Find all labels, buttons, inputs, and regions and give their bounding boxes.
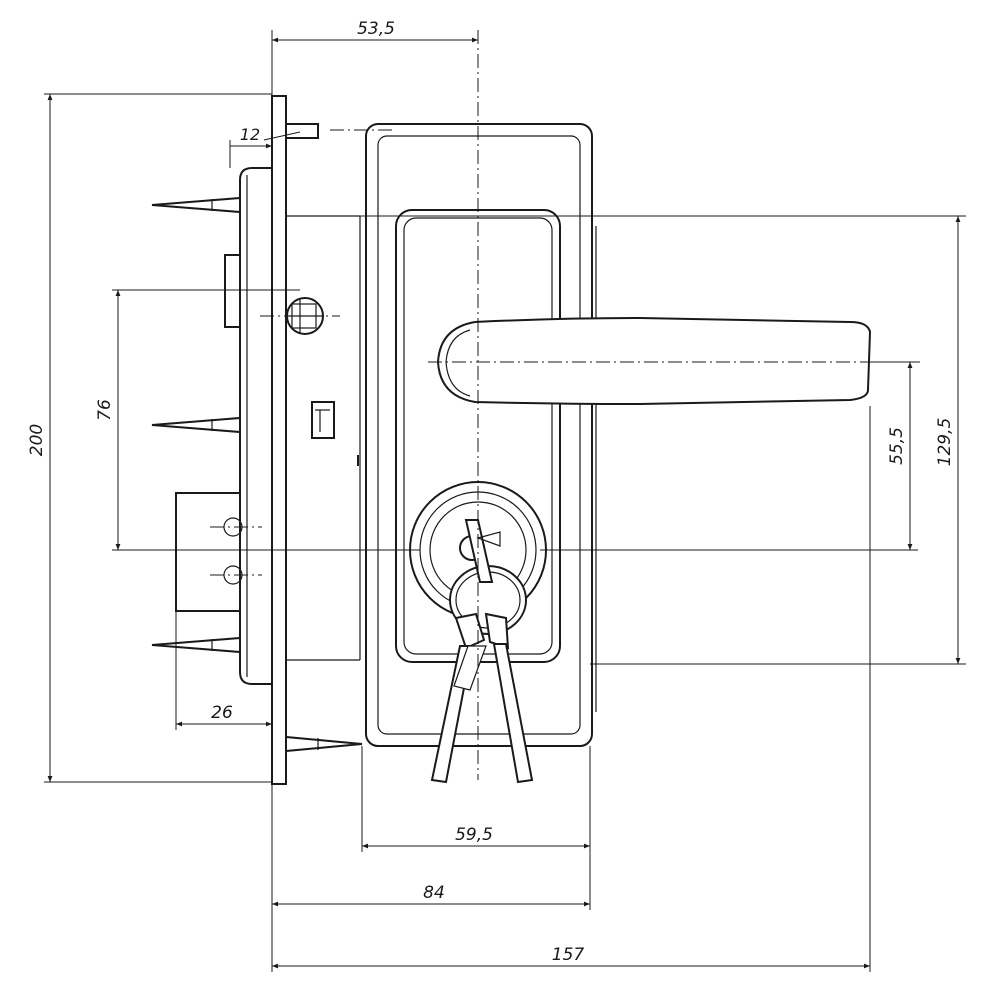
lock-body: [175, 95, 361, 785]
dim-top-width: 53,5: [357, 19, 395, 39]
dim-pin: 12: [240, 125, 260, 144]
dimension-lines: [44, 30, 966, 972]
dim-height-total: 200: [27, 424, 47, 456]
dim-overall-width: 157: [552, 945, 585, 965]
spike-lower-right: [285, 735, 363, 753]
door-handle: [436, 316, 872, 406]
dim-plate-width: 59,5: [455, 825, 493, 845]
dim-spacing: 76: [95, 399, 115, 421]
spike-middle: [151, 416, 241, 434]
keys: [430, 519, 534, 784]
dimension-labels: 53,5 12 200 76 55,5 129,5 26 59,5 84 157: [27, 19, 955, 965]
dim-handle-key: 55,5: [887, 427, 907, 465]
dim-plate-height: 129,5: [935, 418, 955, 467]
spike-top: [151, 196, 241, 214]
dim-body-width: 84: [423, 883, 445, 903]
spike-bottom: [151, 636, 241, 654]
center-lines: [260, 30, 920, 780]
mounting-spikes: [151, 196, 363, 753]
dim-backset: 26: [211, 703, 233, 723]
